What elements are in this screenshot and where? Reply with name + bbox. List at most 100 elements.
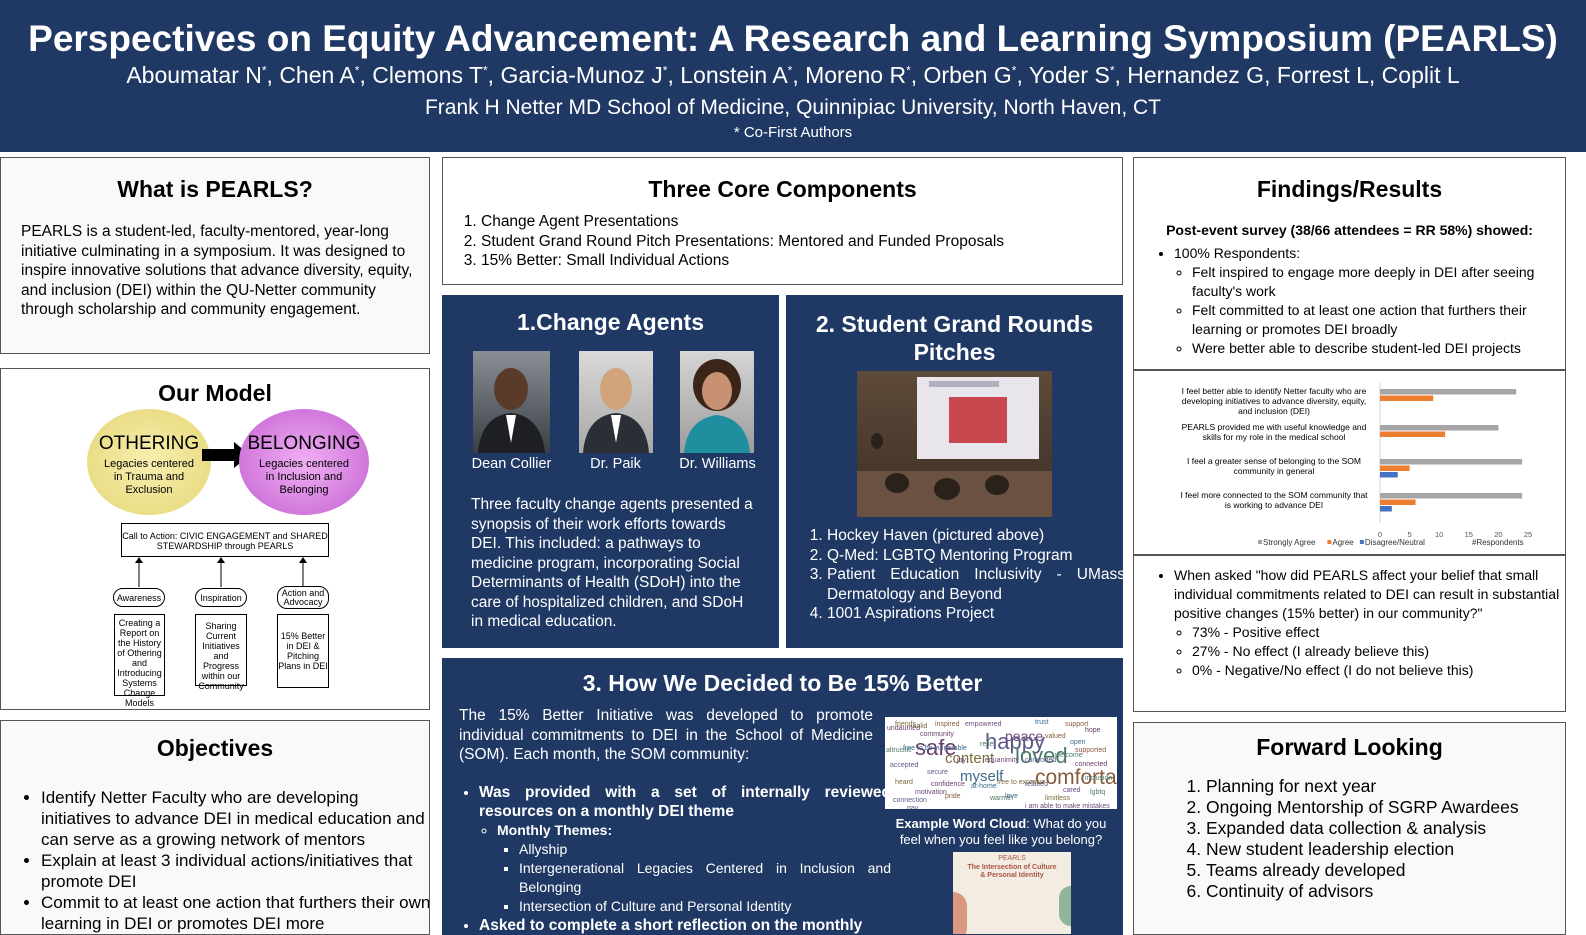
core-component-item: 15% Better: Small Individual Actions	[481, 251, 1004, 271]
word-cloud-word: relief	[980, 741, 996, 748]
findings-answer: 73% - Positive effect	[1192, 623, 1570, 642]
what-is-pearls-panel: What is PEARLS? PEARLS is a student-led,…	[0, 157, 430, 354]
respondents-label: 100% Respondents:	[1174, 245, 1301, 261]
word-cloud-word: cared	[1063, 787, 1081, 794]
monthly-themes: Monthly Themes: Allyship Intergeneration…	[497, 821, 891, 916]
findings-subitem: Felt committed to at least one action th…	[1192, 301, 1570, 339]
fifteen-better-bullet: Was provided with a set of internally re…	[479, 783, 891, 916]
theme-item: Intersection of Culture and Personal Ide…	[519, 897, 891, 916]
co-first-marker: *	[261, 63, 267, 78]
co-first-marker: *	[1011, 63, 1017, 78]
findings-question-list: When asked "how did PEARLS affect your b…	[1156, 566, 1570, 680]
word-cloud-word: gay	[907, 805, 919, 809]
author-name: Aboumatar N	[126, 62, 262, 88]
co-first-marker: *	[906, 63, 911, 78]
findings-subitem: Felt inspired to engage more deeply in D…	[1192, 263, 1570, 301]
objective-item: Commit to at least one action that furth…	[41, 892, 429, 934]
call-to-action-box: Call to Action: CIVIC ENGAGEMENT and SHA…	[121, 523, 329, 557]
model-box-15-better: 15% Better in DEI & Pitching Plans in DE…	[277, 614, 329, 688]
chart-bar	[1380, 431, 1446, 437]
othering-oval: OTHERING Legacies centered in Trauma and…	[87, 409, 211, 515]
flyer-title: PEARLS	[998, 855, 1026, 862]
forward-looking-panel: Forward Looking Planning for next year O…	[1133, 722, 1566, 935]
author-name: Garcia-Munoz J	[500, 62, 663, 88]
sgr-item: 1001 Aspirations Project	[827, 604, 1125, 624]
author-name: Orben G	[923, 62, 1012, 88]
othering-label: OTHERING	[98, 433, 200, 454]
co-first-marker: *	[1109, 63, 1115, 78]
survey-chart-panel: I feel better able to identify Netter fa…	[1133, 370, 1566, 555]
poster-header: Perspectives on Equity Advancement: A Re…	[0, 0, 1586, 152]
chart-category-label: I feel better able to identify Netter fa…	[1182, 386, 1367, 416]
model-box-sharing: Sharing Current Initiatives and Progress…	[195, 614, 247, 691]
author-list: Aboumatar N*, Chen A*, Clemons T*, Garci…	[126, 62, 1460, 88]
word-cloud-word: loved	[1015, 743, 1068, 768]
word-cloud-word: comfortable	[1035, 766, 1117, 789]
monthly-themes-label: Monthly Themes:	[497, 822, 613, 838]
model-box-report: Creating a Report on the History of Othe…	[114, 614, 165, 708]
findings-subitem: Were better able to describe student-led…	[1192, 339, 1570, 358]
word-cloud-word: peace	[1005, 728, 1044, 744]
poster-title: Perspectives on Equity Advancement: A Re…	[28, 18, 1558, 59]
chart-legend-swatch	[1327, 540, 1332, 544]
survey-bar-chart: I feel better able to identify Netter fa…	[1180, 383, 1532, 547]
word-cloud-word: happy	[985, 729, 1045, 754]
co-first-note: * Co-First Authors	[733, 124, 853, 141]
word-cloud-word: connection	[893, 797, 927, 804]
word-cloud-word: inspired	[935, 721, 960, 728]
arrow-right-icon	[202, 442, 250, 468]
findings-question-text: When asked "how did PEARLS affect your b…	[1174, 567, 1560, 621]
word-cloud-word: pride	[945, 793, 961, 800]
chart-x-axis-label: #Respondents	[1472, 538, 1524, 547]
core-components-panel: Three Core Components Change Agent Prese…	[442, 157, 1123, 285]
word-cloud-word: secure	[927, 769, 949, 776]
word-cloud-word: inclusion	[1085, 775, 1113, 782]
word-cloud-caption: Example Word Cloud: What do you feel whe…	[885, 816, 1117, 848]
flyer-leaf-icon	[1059, 886, 1071, 926]
fifteen-better-panel: 3. How We Decided to Be 15% Better The 1…	[442, 658, 1123, 935]
dr-paik-photo	[579, 351, 653, 453]
forward-looking-title: Forward Looking	[1256, 734, 1443, 760]
word-cloud-word: warmth	[990, 795, 1013, 802]
word-cloud-word: free to express	[997, 779, 1044, 786]
word-cloud-word: open	[1070, 739, 1086, 746]
objectives-title: Objectives	[156, 735, 274, 761]
pill-inspiration: Inspiration	[195, 588, 247, 607]
chart-tick-label: 20	[1494, 530, 1502, 539]
word-cloud-word: love	[1005, 793, 1018, 800]
chart-tick-label: 10	[1435, 530, 1443, 539]
word-cloud-word: i am able to make mistakes	[1025, 803, 1110, 809]
hockey-haven-photo	[857, 371, 1052, 517]
findings-answer: 27% - No effect (I already believe this)	[1192, 642, 1570, 661]
our-model-title: Our Model	[158, 380, 272, 406]
word-cloud-word: lgbtq	[1090, 789, 1106, 796]
model-connectors	[135, 557, 307, 587]
chart-legend-label: Disagree/Neutral	[1365, 538, 1425, 547]
word-cloud-word: content	[945, 750, 995, 767]
chart-tick-label: 5	[1408, 530, 1412, 539]
chart-bar	[1380, 389, 1517, 395]
what-is-pearls-text: PEARLS is a student-led, faculty-mentore…	[21, 223, 413, 318]
word-cloud-word: connected	[1075, 761, 1108, 768]
core-components-list: Change Agent Presentations Student Grand…	[461, 212, 1004, 271]
forward-item: Planning for next year	[1206, 776, 1536, 797]
word-cloud-word: at-home	[971, 783, 997, 790]
fifteen-better-bullet: Asked to complete a short reflection on …	[479, 916, 891, 934]
core-component-item: Change Agent Presentations	[481, 212, 1004, 232]
word-cloud-word: welcome	[1055, 752, 1083, 759]
core-components-title: Three Core Components	[648, 176, 917, 202]
pill-awareness: Awareness	[113, 588, 165, 607]
flyer-leaf-icon	[953, 892, 967, 934]
change-agents-panel: 1.Change Agents Dean Collier Dr. Paik Dr…	[442, 295, 779, 648]
chart-legend-label: Strongly Agree	[1263, 538, 1316, 547]
flyer-subtitle: The Intersection of Culture & Personal I…	[967, 864, 1057, 879]
fifteen-better-title: 3. How We Decided to Be 15% Better	[582, 670, 983, 696]
chart-bar	[1380, 465, 1410, 471]
author-name: Yoder S	[1028, 62, 1110, 88]
dr-paik-caption: Dr. Paik	[590, 456, 641, 472]
sgr-item: Hockey Haven (pictured above)	[827, 526, 1125, 546]
chart-bar	[1380, 472, 1398, 478]
forward-item: Teams already developed	[1206, 860, 1536, 881]
chart-bar	[1380, 425, 1499, 431]
author-name: Clemons T	[372, 62, 483, 88]
